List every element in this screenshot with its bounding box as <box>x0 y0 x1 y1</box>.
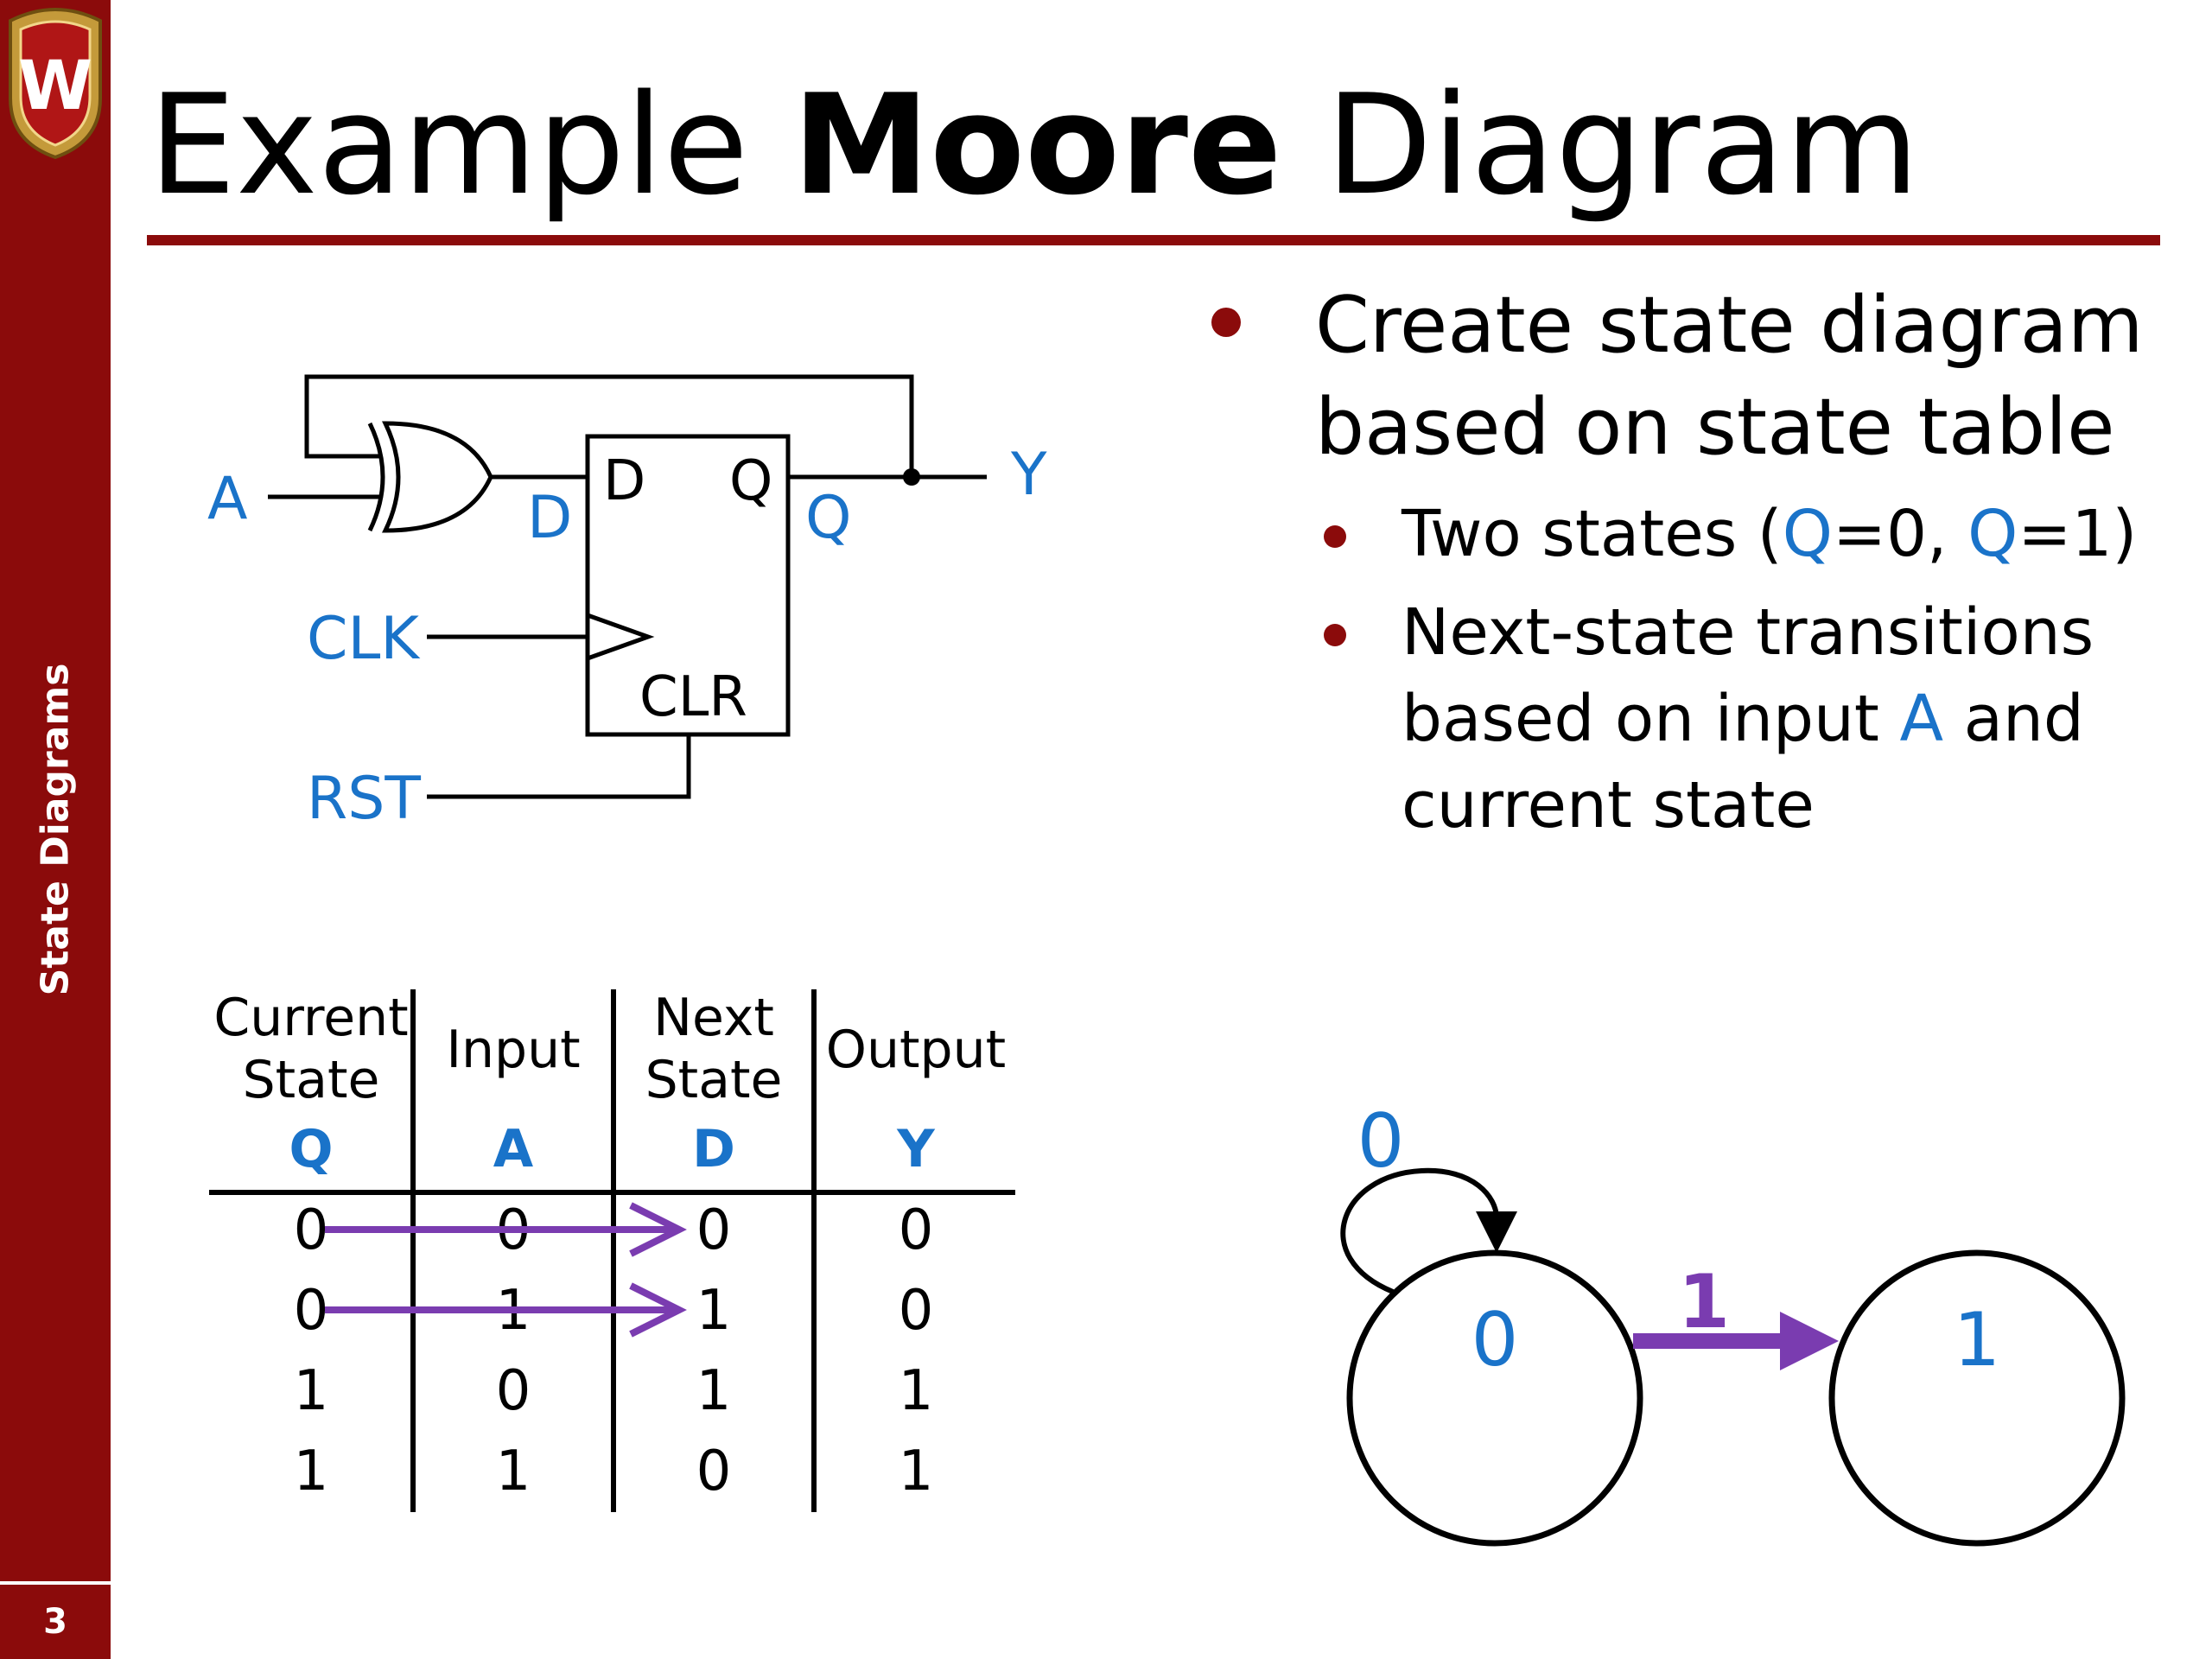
state-node-0 <box>1346 1249 1643 1547</box>
crest-letter: W <box>18 48 92 125</box>
row-highlight-arrowhead <box>629 1202 687 1257</box>
table-cell: 0 <box>899 1198 934 1262</box>
table-header-var: Q <box>289 1119 333 1179</box>
rst-wire <box>427 734 691 799</box>
table-header-var: D <box>692 1119 735 1179</box>
table-header-line: Current <box>213 988 408 1048</box>
bullet-list: Create state diagram based on state tabl… <box>1201 275 2195 849</box>
slide-title: Example Moore Diagram <box>149 59 1919 232</box>
rst-label: RST <box>307 765 421 833</box>
clr-pin: CLR <box>639 665 747 729</box>
table-cell: 0 <box>696 1198 732 1262</box>
self-loop-label: 0 <box>1357 1098 1405 1185</box>
clk-label: CLK <box>307 605 421 673</box>
junction-dot <box>903 468 920 486</box>
state-diagram: 0 0 1 1 <box>1340 1098 2126 1547</box>
table-header-line: Next <box>653 988 774 1048</box>
row-highlight-arrowhead <box>629 1282 687 1338</box>
title-prefix: Example <box>149 64 792 226</box>
table-cell: 0 <box>294 1198 329 1262</box>
state-1-label: 1 <box>1954 1297 2001 1383</box>
table-cell: 1 <box>696 1359 732 1423</box>
table-cell: 0 <box>496 1359 531 1423</box>
table-cell: 1 <box>899 1359 934 1423</box>
title-rule <box>147 235 2160 245</box>
ff-q-pin: Q <box>729 449 772 513</box>
page-number: 3 <box>0 1581 111 1659</box>
transition-0-to-1-label: 1 <box>1678 1259 1730 1345</box>
table-cell: 1 <box>294 1359 329 1423</box>
table-cell: 1 <box>496 1440 531 1503</box>
xor-output-label: D <box>527 484 572 552</box>
table-header-var: Y <box>896 1119 936 1179</box>
feedback-wire <box>304 374 914 477</box>
circuit-schematic: A D D Q Q Y CLK RST CLR <box>207 374 1047 833</box>
clock-triangle <box>587 613 655 661</box>
ff-q-out-label: Q <box>805 484 852 552</box>
state-node-1 <box>1828 1249 2126 1547</box>
d-flip-flop <box>585 434 791 737</box>
table-header-line: Input <box>446 1020 580 1080</box>
table-cell: 0 <box>294 1279 329 1343</box>
output-y-label: Y <box>1010 441 1047 509</box>
self-loop-arrowhead <box>1476 1211 1517 1253</box>
table-cell: 1 <box>294 1440 329 1503</box>
title-bold: Moore <box>792 64 1282 226</box>
table-cell: 0 <box>696 1440 732 1503</box>
title-suffix: Diagram <box>1281 64 1920 226</box>
table-cell: 1 <box>899 1440 934 1503</box>
table-cell: 1 <box>696 1279 732 1343</box>
table-header-line: Output <box>826 1020 1006 1080</box>
transition-0-to-1-arrowhead <box>1780 1312 1839 1370</box>
table-header-line: State <box>645 1050 783 1110</box>
xor-gate <box>367 421 493 533</box>
state-0-label: 0 <box>1471 1297 1519 1383</box>
table-header-line: State <box>243 1050 380 1110</box>
ff-d-pin: D <box>603 449 645 513</box>
table-header-var: A <box>493 1119 534 1179</box>
table-cell: 0 <box>899 1279 934 1343</box>
bullet-two-states: Two states (Q=0, Q=1) <box>1201 491 2195 577</box>
university-crest-icon: W <box>9 8 102 159</box>
bullet-transitions: Next-state transitions based on input A … <box>1201 589 2195 849</box>
sidebar: W State Diagrams 3 <box>0 0 111 1659</box>
self-loop-transition <box>1340 1167 1499 1294</box>
input-a-label: A <box>207 465 248 533</box>
bullet-main: Create state diagram based on state tabl… <box>1201 275 2195 479</box>
